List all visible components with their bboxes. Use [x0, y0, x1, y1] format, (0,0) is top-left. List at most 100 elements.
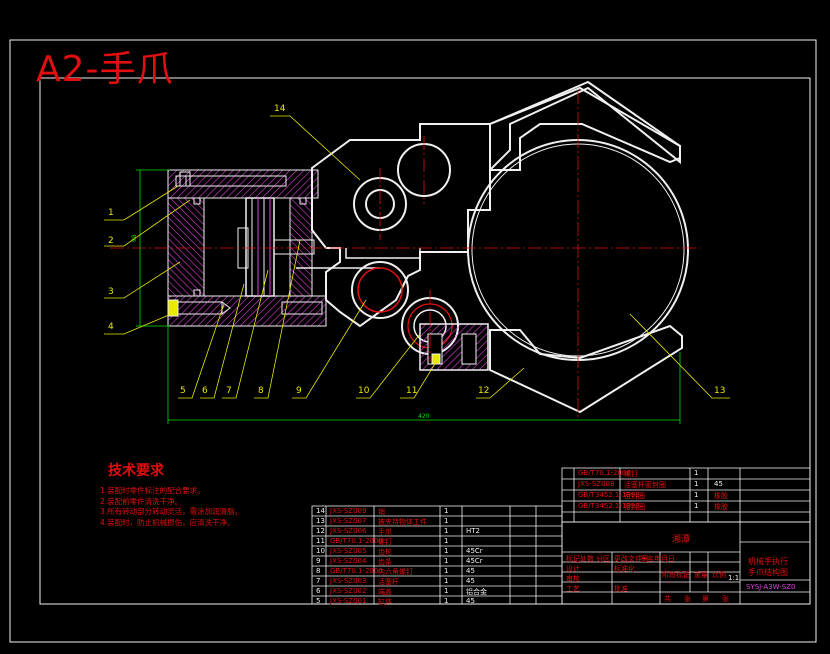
bom-lower-code: JXS-SZ003 — [330, 577, 367, 585]
bom-lower-code: JXS-SZ007 — [330, 517, 367, 525]
balloon-1: 1 — [108, 208, 114, 218]
bom-lower-name: 缸体 — [378, 598, 392, 606]
tb-label: 分区 — [596, 555, 610, 563]
top-bolt — [175, 175, 287, 187]
bom-lower-no: 10 — [316, 547, 325, 555]
bom-upper-material: 橡胶 — [714, 503, 728, 511]
tb-label: 批准 — [614, 585, 628, 593]
bom-lower-qty: 1 — [444, 577, 449, 585]
svg-text:420: 420 — [418, 413, 430, 420]
tb-label: 阶段标记 — [662, 571, 690, 579]
bom-lower-material: 45 — [466, 597, 475, 605]
lower-jaw — [489, 324, 683, 414]
tb-label: 审核 — [566, 575, 580, 583]
upper-jaw-outer — [489, 80, 681, 173]
tech-requirements-list: 1.装配时零件标注的配合要求。 2.装配前零件清洗干净。 3.所有转动部分转动灵… — [100, 486, 242, 528]
bom-lower-code: JXS-SZ006 — [330, 527, 367, 535]
balloon-10: 10 — [358, 386, 370, 396]
bom-upper-qty: 1 — [694, 491, 699, 499]
housing-body — [311, 123, 491, 328]
bom-lower-qty: 1 — [444, 557, 449, 565]
tech-note: 3.所有转动部分转动灵活，需涂加润滑脂。 — [100, 507, 243, 516]
bottom-bolt-right — [281, 301, 323, 315]
bom-lower-no: 5 — [316, 597, 321, 605]
bom-lower-no: 6 — [316, 587, 321, 595]
bom-lower-code: JXS-SZ004 — [330, 557, 367, 565]
bom-lower-name: 端盖 — [378, 588, 392, 596]
bom-lower-code: JXS-SZ005 — [330, 547, 367, 555]
bom-lower-material: HT2 — [466, 527, 480, 535]
tech-note: 2.装配前零件清洗干净。 — [100, 496, 183, 506]
center-lines — [110, 90, 700, 420]
bom-lower-qty: 1 — [444, 517, 449, 525]
bom-lower-qty: 1 — [444, 527, 449, 535]
tb-label: 签名 — [640, 555, 654, 563]
bom-lower-no: 8 — [316, 567, 321, 575]
tech-note: 1.装配时零件标注的配合要求。 — [100, 486, 205, 495]
bom-lower-name: 齿轮 — [378, 548, 392, 556]
title-block — [311, 467, 811, 605]
bom-upper-material: 橡胶 — [714, 492, 728, 500]
bom-lower-no: 11 — [316, 537, 325, 545]
bom-lower-qty: 1 — [444, 567, 449, 575]
bom-lower-no: 9 — [316, 557, 321, 565]
tb-label: 比例 — [712, 571, 726, 579]
tech-note: 4.装配时，防止机械损伤，应清洗干净。 — [100, 517, 235, 527]
drawing-name-line1: 机械手执行 — [748, 557, 788, 566]
balloon-14: 14 — [274, 104, 286, 114]
bom-upper-qty: 1 — [694, 480, 699, 488]
bom-lower-code: GB/T70.1-2000 — [330, 537, 383, 545]
balloon-7: 7 — [226, 386, 232, 396]
drawing-name-line2: 手爪结构图 — [748, 568, 788, 577]
tb-label: 设计 — [566, 565, 580, 573]
balloon-4: 4 — [108, 322, 114, 332]
bom-lower-qty: 1 — [444, 547, 449, 555]
bom-upper-name: 密封圈 — [624, 492, 645, 500]
bom-lower-name: 销 — [378, 508, 385, 516]
gear-9 — [351, 261, 409, 319]
cylinder-assembly — [167, 169, 327, 327]
bom-lower-material: 45Cr — [466, 547, 483, 555]
tb-label: 共 — [664, 595, 671, 603]
svg-text:98: 98 — [131, 234, 138, 242]
bom-lower-qty: 1 — [444, 507, 449, 515]
balloon-8: 8 — [258, 386, 264, 396]
guide-block — [289, 197, 313, 297]
bom-lower-no: 7 — [316, 577, 321, 585]
bom-upper-qty: 1 — [694, 469, 699, 477]
drawing-scale: 1:1 — [728, 574, 740, 582]
bom-lower-material: 45 — [466, 577, 475, 585]
cylinder-top-wall — [167, 169, 319, 199]
balloon-9: 9 — [296, 386, 302, 396]
tb-label: 张 — [684, 595, 691, 603]
bom-upper-name: 密封圈 — [624, 503, 645, 511]
bom-upper-qty: 1 — [694, 502, 699, 510]
balloon-5: 5 — [180, 386, 186, 396]
tb-label: 标记 — [566, 555, 580, 563]
bom-lower-qty: 1 — [444, 587, 449, 595]
bom-upper-name: 活塞杆密封圈 — [624, 481, 666, 489]
balloon-2: 2 — [108, 236, 114, 246]
bom-lower-name: 齿条 — [378, 558, 392, 566]
tb-label: 张 — [722, 595, 729, 603]
sheet-title: A2-手爪 — [36, 49, 174, 90]
bom-lower-code: JXS-SZ002 — [330, 587, 367, 595]
tb-label: 重量 — [694, 571, 708, 579]
bom-lower-code: JXS-SZ009 — [330, 507, 367, 515]
bom-lower-code: JXS-SZ001 — [330, 597, 367, 605]
bom-upper-code: GB/T3452.1-1992 — [578, 491, 640, 499]
end-cap — [167, 197, 205, 297]
upper-jaw — [489, 86, 681, 171]
bom-lower-name: 被夹持物体工件 — [378, 518, 427, 526]
outer-frame — [9, 39, 817, 643]
bom-lower-name: 活塞杆 — [378, 578, 399, 586]
tb-label: 标准化 — [614, 565, 635, 573]
bom-lower-no: 12 — [316, 527, 325, 535]
balloon-11: 11 — [406, 386, 418, 396]
bom-lower-material: 45 — [466, 567, 475, 575]
cylinder-bottom-wall — [167, 295, 327, 327]
bom-lower-code: GB/T70.1-2000 — [330, 567, 383, 575]
bom-lower-qty: 1 — [444, 597, 449, 605]
bom-lower-name: 内六角螺钉 — [378, 568, 413, 576]
